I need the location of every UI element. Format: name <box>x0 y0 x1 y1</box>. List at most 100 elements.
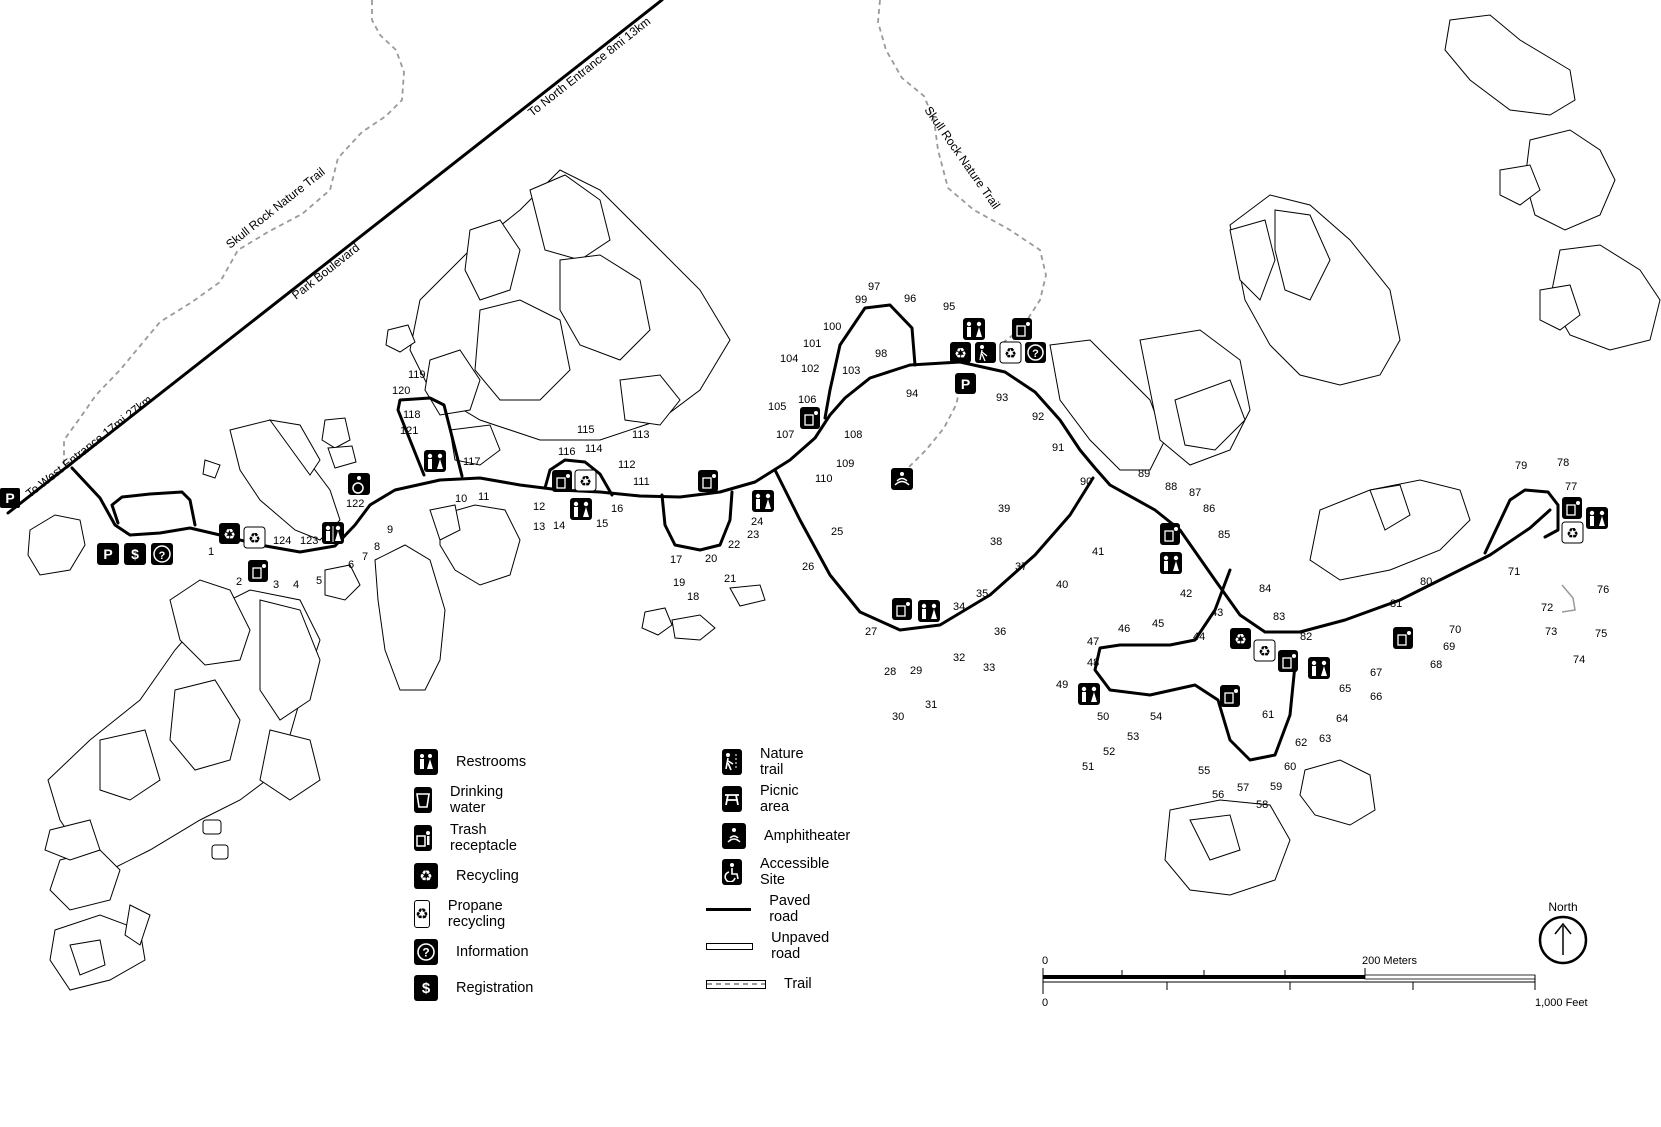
propane-recycling-icon[interactable]: ♻ <box>999 341 1022 364</box>
site-number[interactable]: 18 <box>687 591 699 603</box>
propane-recycling-icon[interactable]: ♻ <box>1253 639 1276 662</box>
site-number[interactable]: 46 <box>1118 623 1130 635</box>
site-number[interactable]: 83 <box>1273 611 1285 623</box>
site-number[interactable]: 94 <box>906 388 918 400</box>
site-number[interactable]: 86 <box>1203 503 1215 515</box>
information-icon[interactable]: ? <box>1025 342 1046 363</box>
site-number[interactable]: 106 <box>798 394 816 406</box>
parking-icon[interactable]: P <box>955 373 976 394</box>
site-number[interactable]: 14 <box>553 520 565 532</box>
site-number[interactable]: 84 <box>1259 583 1271 595</box>
site-number[interactable]: 60 <box>1284 761 1296 773</box>
site-number[interactable]: 30 <box>892 711 904 723</box>
site-number[interactable]: 71 <box>1508 566 1520 578</box>
site-number[interactable]: 72 <box>1541 602 1553 614</box>
site-number[interactable]: 63 <box>1319 733 1331 745</box>
site-number[interactable]: 9 <box>387 524 393 536</box>
trash-receptacle-icon[interactable] <box>552 470 572 492</box>
site-number[interactable]: 97 <box>868 281 880 293</box>
propane-recycling-icon[interactable]: ♻ <box>574 469 597 492</box>
site-number[interactable]: 32 <box>953 652 965 664</box>
recycling-icon[interactable]: ♻ <box>950 342 971 363</box>
site-number[interactable]: 116 <box>558 446 576 458</box>
site-number[interactable]: 54 <box>1150 711 1162 723</box>
site-number[interactable]: 91 <box>1052 442 1064 454</box>
accessible-site-icon[interactable] <box>348 473 370 495</box>
site-number[interactable]: 105 <box>768 401 786 413</box>
restrooms-icon[interactable] <box>1160 552 1182 574</box>
site-number[interactable]: 28 <box>884 666 896 678</box>
site-number[interactable]: 42 <box>1180 588 1192 600</box>
site-number[interactable]: 93 <box>996 392 1008 404</box>
site-number[interactable]: 69 <box>1443 641 1455 653</box>
propane-recycling-icon[interactable]: ♻ <box>243 526 266 549</box>
site-number[interactable]: 16 <box>611 503 623 515</box>
site-number[interactable]: 81 <box>1390 598 1402 610</box>
trash-receptacle-icon[interactable] <box>248 560 268 582</box>
trash-receptacle-icon[interactable] <box>1393 627 1413 649</box>
site-number[interactable]: 20 <box>705 553 717 565</box>
site-number[interactable]: 79 <box>1515 460 1527 472</box>
site-number[interactable]: 102 <box>801 363 819 375</box>
site-number[interactable]: 78 <box>1557 457 1569 469</box>
restrooms-icon[interactable] <box>1308 657 1330 679</box>
site-number[interactable]: 4 <box>293 579 299 591</box>
trash-receptacle-icon[interactable] <box>1562 497 1582 519</box>
site-number[interactable]: 36 <box>994 626 1006 638</box>
recycling-icon[interactable]: ♻ <box>1230 628 1251 649</box>
trash-receptacle-icon[interactable] <box>1278 650 1298 672</box>
restrooms-icon[interactable] <box>424 450 446 472</box>
site-number[interactable]: 8 <box>374 541 380 553</box>
site-number[interactable]: 98 <box>875 348 887 360</box>
site-number[interactable]: 122 <box>346 498 364 510</box>
parking-icon[interactable]: P <box>0 488 20 508</box>
site-number[interactable]: 112 <box>618 459 636 471</box>
site-number[interactable]: 44 <box>1193 631 1205 643</box>
site-number[interactable]: 22 <box>728 539 740 551</box>
site-number[interactable]: 73 <box>1545 626 1557 638</box>
site-number[interactable]: 51 <box>1082 761 1094 773</box>
site-number[interactable]: 47 <box>1087 636 1099 648</box>
site-number[interactable]: 39 <box>998 503 1010 515</box>
site-number[interactable]: 92 <box>1032 411 1044 423</box>
site-number[interactable]: 66 <box>1370 691 1382 703</box>
site-number[interactable]: 121 <box>400 425 418 437</box>
site-number[interactable]: 95 <box>943 301 955 313</box>
site-number[interactable]: 118 <box>403 409 421 421</box>
site-number[interactable]: 124 <box>273 535 291 547</box>
site-number[interactable]: 65 <box>1339 683 1351 695</box>
site-number[interactable]: 19 <box>673 577 685 589</box>
site-number[interactable]: 96 <box>904 293 916 305</box>
trash-receptacle-icon[interactable] <box>1160 523 1180 545</box>
site-number[interactable]: 24 <box>751 516 763 528</box>
site-number[interactable]: 101 <box>803 338 821 350</box>
site-number[interactable]: 17 <box>670 554 682 566</box>
restrooms-icon[interactable] <box>570 498 592 520</box>
site-number[interactable]: 2 <box>236 576 242 588</box>
site-number[interactable]: 7 <box>362 551 368 563</box>
site-number[interactable]: 6 <box>348 559 354 571</box>
site-number[interactable]: 114 <box>585 443 603 455</box>
site-number[interactable]: 55 <box>1198 765 1210 777</box>
site-number[interactable]: 109 <box>836 458 854 470</box>
recycling-icon[interactable]: ♻ <box>219 523 240 544</box>
site-number[interactable]: 35 <box>976 588 988 600</box>
site-number[interactable]: 52 <box>1103 746 1115 758</box>
restrooms-icon[interactable] <box>963 318 985 340</box>
site-number[interactable]: 58 <box>1256 799 1268 811</box>
site-number[interactable]: 70 <box>1449 624 1461 636</box>
site-number[interactable]: 5 <box>316 575 322 587</box>
site-number[interactable]: 11 <box>478 491 489 503</box>
restrooms-icon[interactable] <box>1586 507 1608 529</box>
site-number[interactable]: 113 <box>632 429 650 441</box>
site-number[interactable]: 53 <box>1127 731 1139 743</box>
site-number[interactable]: 23 <box>747 529 759 541</box>
site-number[interactable]: 67 <box>1370 667 1382 679</box>
site-number[interactable]: 49 <box>1056 679 1068 691</box>
site-number[interactable]: 68 <box>1430 659 1442 671</box>
site-number[interactable]: 119 <box>408 369 426 381</box>
site-number[interactable]: 80 <box>1420 576 1432 588</box>
trash-receptacle-icon[interactable] <box>800 407 820 429</box>
site-number[interactable]: 37 <box>1015 561 1027 573</box>
site-number[interactable]: 61 <box>1262 709 1274 721</box>
